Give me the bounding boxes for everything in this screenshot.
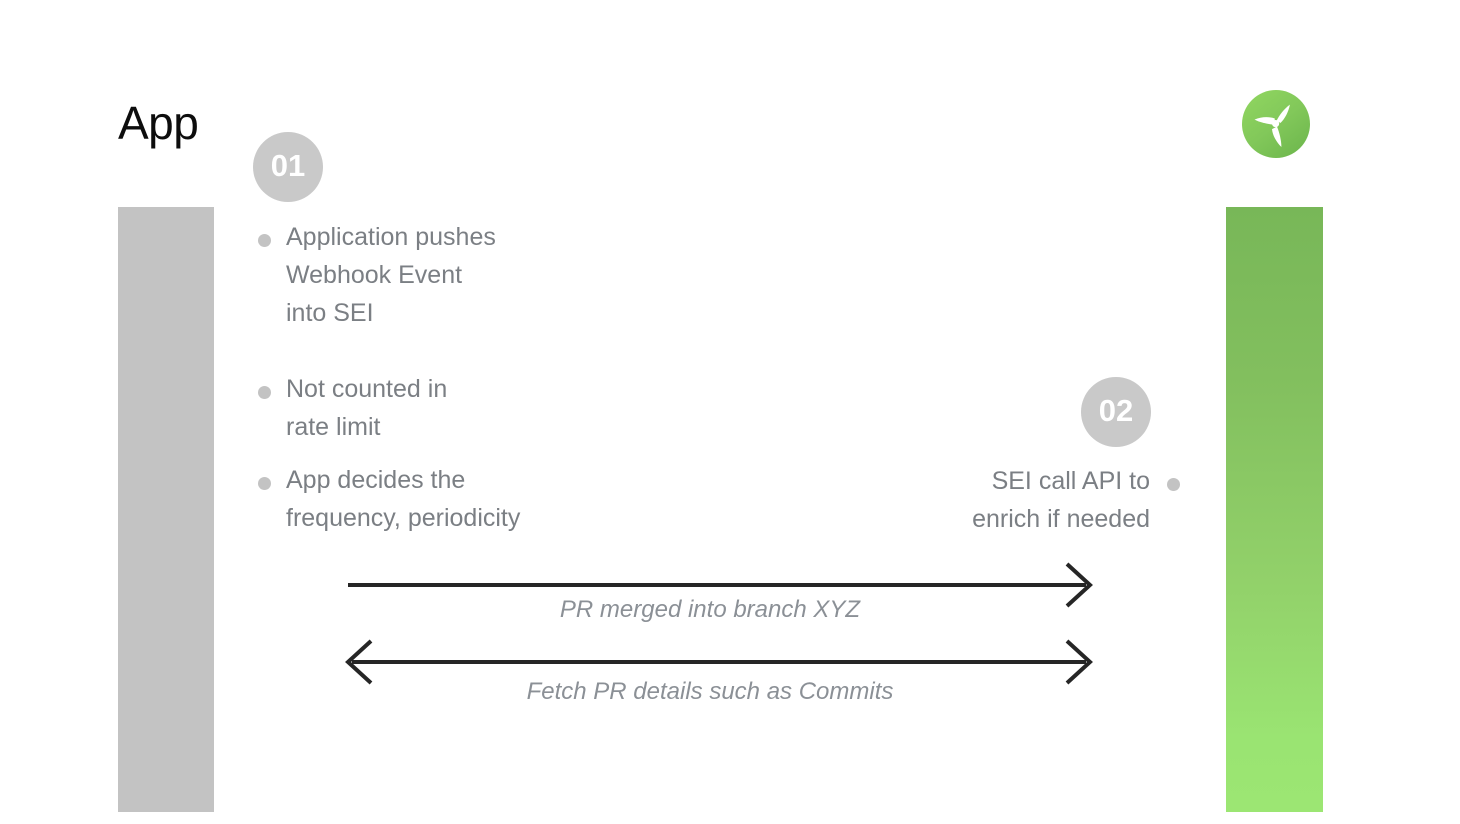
bullet-dot-icon — [258, 386, 271, 399]
arrow-svg — [345, 562, 1093, 685]
sei-lifeline-bar — [1226, 207, 1323, 812]
bullet-spacer — [256, 446, 676, 461]
list-item: App decides the frequency, periodicity — [256, 461, 676, 537]
bullet-dot-icon — [258, 234, 271, 247]
bullet-line: App decides the — [286, 466, 466, 494]
list-item: Not counted in rate limit — [256, 370, 676, 446]
arrow-head-right-msg-1 — [1065, 562, 1093, 608]
bullet-dot-icon — [258, 477, 271, 490]
arrow-label-msg-1: PR merged into branch XYZ — [559, 596, 861, 623]
step-badge-02: 02 — [1081, 377, 1151, 447]
arrow-label-msg-2: Fetch PR details such as Commits — [526, 678, 894, 705]
arrow-head-left-msg-2 — [345, 639, 373, 685]
bullet-spacer — [256, 332, 676, 370]
app-lifeline-bar — [118, 207, 214, 812]
propeller-logo-svg — [1242, 90, 1310, 158]
sei-bullet-group: SEI call API to enrich if needed — [800, 462, 1180, 538]
bullet-line: into SEI — [286, 299, 374, 327]
list-item: Application pushes Webhook Event into SE… — [256, 218, 676, 332]
bullet-line: Not counted in — [286, 375, 448, 403]
bullet-line: frequency, periodicity — [286, 504, 521, 532]
bullet-dot-icon — [1167, 478, 1180, 491]
arrow-head-right-msg-2 — [1065, 639, 1093, 685]
app-bullet-group: Application pushes Webhook Event into SE… — [256, 218, 676, 537]
step-badge-01: 01 — [253, 132, 323, 202]
message-arrows: PR merged into branch XYZ Fetch PR detai… — [330, 555, 1130, 725]
bullet-line: enrich if needed — [972, 505, 1150, 533]
propeller-logo-icon — [1241, 89, 1311, 159]
bullet-line: SEI call API to — [991, 467, 1150, 495]
bullet-line: rate limit — [286, 413, 381, 441]
list-item: SEI call API to enrich if needed — [800, 462, 1180, 538]
bullet-line: Application pushes — [286, 223, 496, 251]
page-title: App — [118, 97, 199, 149]
bullet-line: Webhook Event — [286, 261, 463, 289]
